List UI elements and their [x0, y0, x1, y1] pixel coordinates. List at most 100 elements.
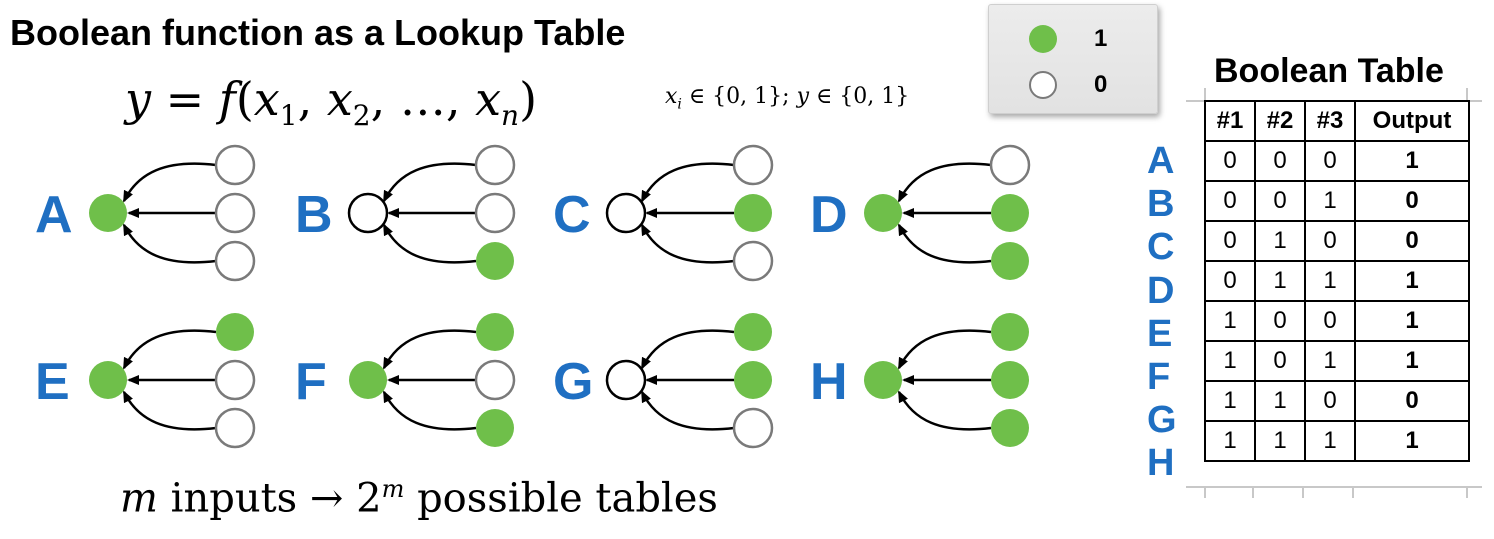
- input-node: [734, 194, 772, 232]
- input-cell: 1: [1254, 380, 1306, 422]
- output-node: [89, 361, 127, 399]
- input-cell: 0: [1204, 140, 1256, 182]
- table-title: Boolean Table: [1214, 52, 1444, 90]
- network-b: B: [295, 144, 516, 280]
- input-node: [991, 242, 1029, 280]
- input-cell: 0: [1254, 300, 1306, 342]
- input-cell: 0: [1304, 300, 1356, 342]
- input-node: [476, 409, 514, 447]
- edge-arrow: [897, 329, 992, 370]
- table-header-row: #1 #2 #3 Output: [1204, 100, 1470, 142]
- function-equation: y = f(x1, x2, …, xn): [125, 72, 538, 133]
- input-node: [991, 194, 1029, 232]
- input-cell: 0: [1204, 260, 1256, 302]
- output-cell: 0: [1354, 220, 1470, 262]
- input-node: [214, 240, 256, 282]
- table-row-label: H: [1147, 442, 1175, 485]
- network-label: D: [810, 186, 848, 244]
- output-node: [347, 192, 389, 234]
- input-cell: 1: [1204, 420, 1256, 462]
- input-cell: 1: [1204, 380, 1256, 422]
- empty-circle-icon: [1029, 71, 1057, 99]
- header-cell: #3: [1304, 100, 1356, 142]
- output-node: [605, 359, 647, 401]
- input-cell: 1: [1204, 300, 1256, 342]
- network-label: G: [553, 353, 593, 411]
- input-cell: 0: [1204, 180, 1256, 222]
- output-cell: 1: [1354, 140, 1470, 182]
- input-cell: 0: [1254, 340, 1306, 382]
- input-node: [991, 409, 1029, 447]
- header-cell: Output: [1354, 100, 1470, 142]
- network-a: A: [35, 144, 256, 282]
- legend-item-off: 0: [989, 65, 1157, 105]
- input-cell: 1: [1254, 260, 1306, 302]
- output-cell: 1: [1354, 340, 1470, 382]
- table-row-label: G: [1147, 399, 1177, 442]
- network-e: E: [35, 313, 256, 449]
- edge-arrow: [382, 329, 477, 370]
- input-cell: 0: [1254, 180, 1306, 222]
- input-node: [989, 144, 1031, 186]
- input-node: [732, 144, 774, 186]
- legend-label-on: 1: [1094, 25, 1108, 52]
- input-node: [216, 313, 254, 351]
- legend-label-off: 0: [1094, 71, 1108, 98]
- input-cell: 1: [1304, 420, 1356, 462]
- table-row-label: A: [1147, 140, 1175, 182]
- output-node: [864, 194, 902, 232]
- grid-line: [1352, 486, 1354, 498]
- input-cell: 0: [1304, 380, 1356, 422]
- output-node: [864, 361, 902, 399]
- input-cell: 1: [1304, 260, 1356, 302]
- edge-arrow: [122, 390, 217, 431]
- input-cell: 1: [1304, 180, 1356, 222]
- edge-arrow: [897, 162, 992, 203]
- table-row-label: D: [1147, 269, 1175, 312]
- network-c: C: [553, 144, 774, 282]
- edge-arrow: [382, 162, 477, 203]
- input-node: [732, 240, 774, 282]
- network-label: E: [35, 353, 70, 411]
- output-node: [605, 192, 647, 234]
- edge-arrow: [640, 390, 735, 431]
- table-row-label: C: [1147, 226, 1175, 269]
- input-cell: 0: [1254, 140, 1306, 182]
- input-node: [474, 144, 516, 186]
- network-label: B: [295, 186, 333, 244]
- header-cell: #1: [1204, 100, 1256, 142]
- input-node: [214, 359, 256, 401]
- table-row-label: B: [1147, 183, 1175, 226]
- legend-item-on: 1: [989, 19, 1157, 59]
- edge-arrow: [897, 223, 992, 264]
- input-node: [474, 359, 516, 401]
- edge-arrow: [640, 162, 735, 203]
- edge-arrow: [382, 223, 477, 264]
- network-label: C: [553, 186, 591, 244]
- edge-arrow: [897, 390, 992, 431]
- input-node: [214, 144, 256, 186]
- grid-line: [1186, 486, 1482, 488]
- filled-circle-icon: [1029, 25, 1057, 53]
- output-node: [349, 361, 387, 399]
- edge-arrow: [640, 223, 735, 264]
- input-node: [476, 242, 514, 280]
- output-cell: 0: [1354, 180, 1470, 222]
- input-node: [991, 313, 1029, 351]
- input-node: [474, 192, 516, 234]
- input-node: [732, 407, 774, 449]
- grid-line: [1466, 486, 1468, 498]
- input-node: [214, 407, 256, 449]
- output-cell: 0: [1354, 380, 1470, 422]
- input-node: [734, 361, 772, 399]
- edge-arrow: [382, 390, 477, 431]
